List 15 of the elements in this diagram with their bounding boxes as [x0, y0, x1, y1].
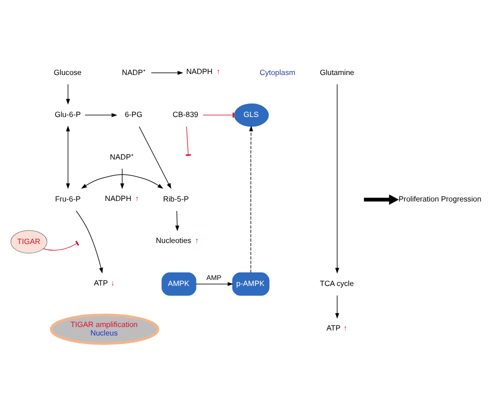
arrow [335, 294, 340, 318]
arrow [66, 83, 70, 104]
arrow [66, 125, 70, 189]
arrow [175, 210, 180, 231]
arrow [150, 70, 184, 74]
arrow [335, 83, 340, 274]
arrow [120, 168, 124, 189]
arrow [364, 194, 399, 204]
connector [43, 243, 76, 250]
arrow [196, 282, 234, 286]
arrow [138, 126, 172, 188]
arrow [81, 174, 164, 188]
connector [186, 126, 189, 154]
arrow [84, 112, 118, 117]
arrow [249, 125, 254, 272]
